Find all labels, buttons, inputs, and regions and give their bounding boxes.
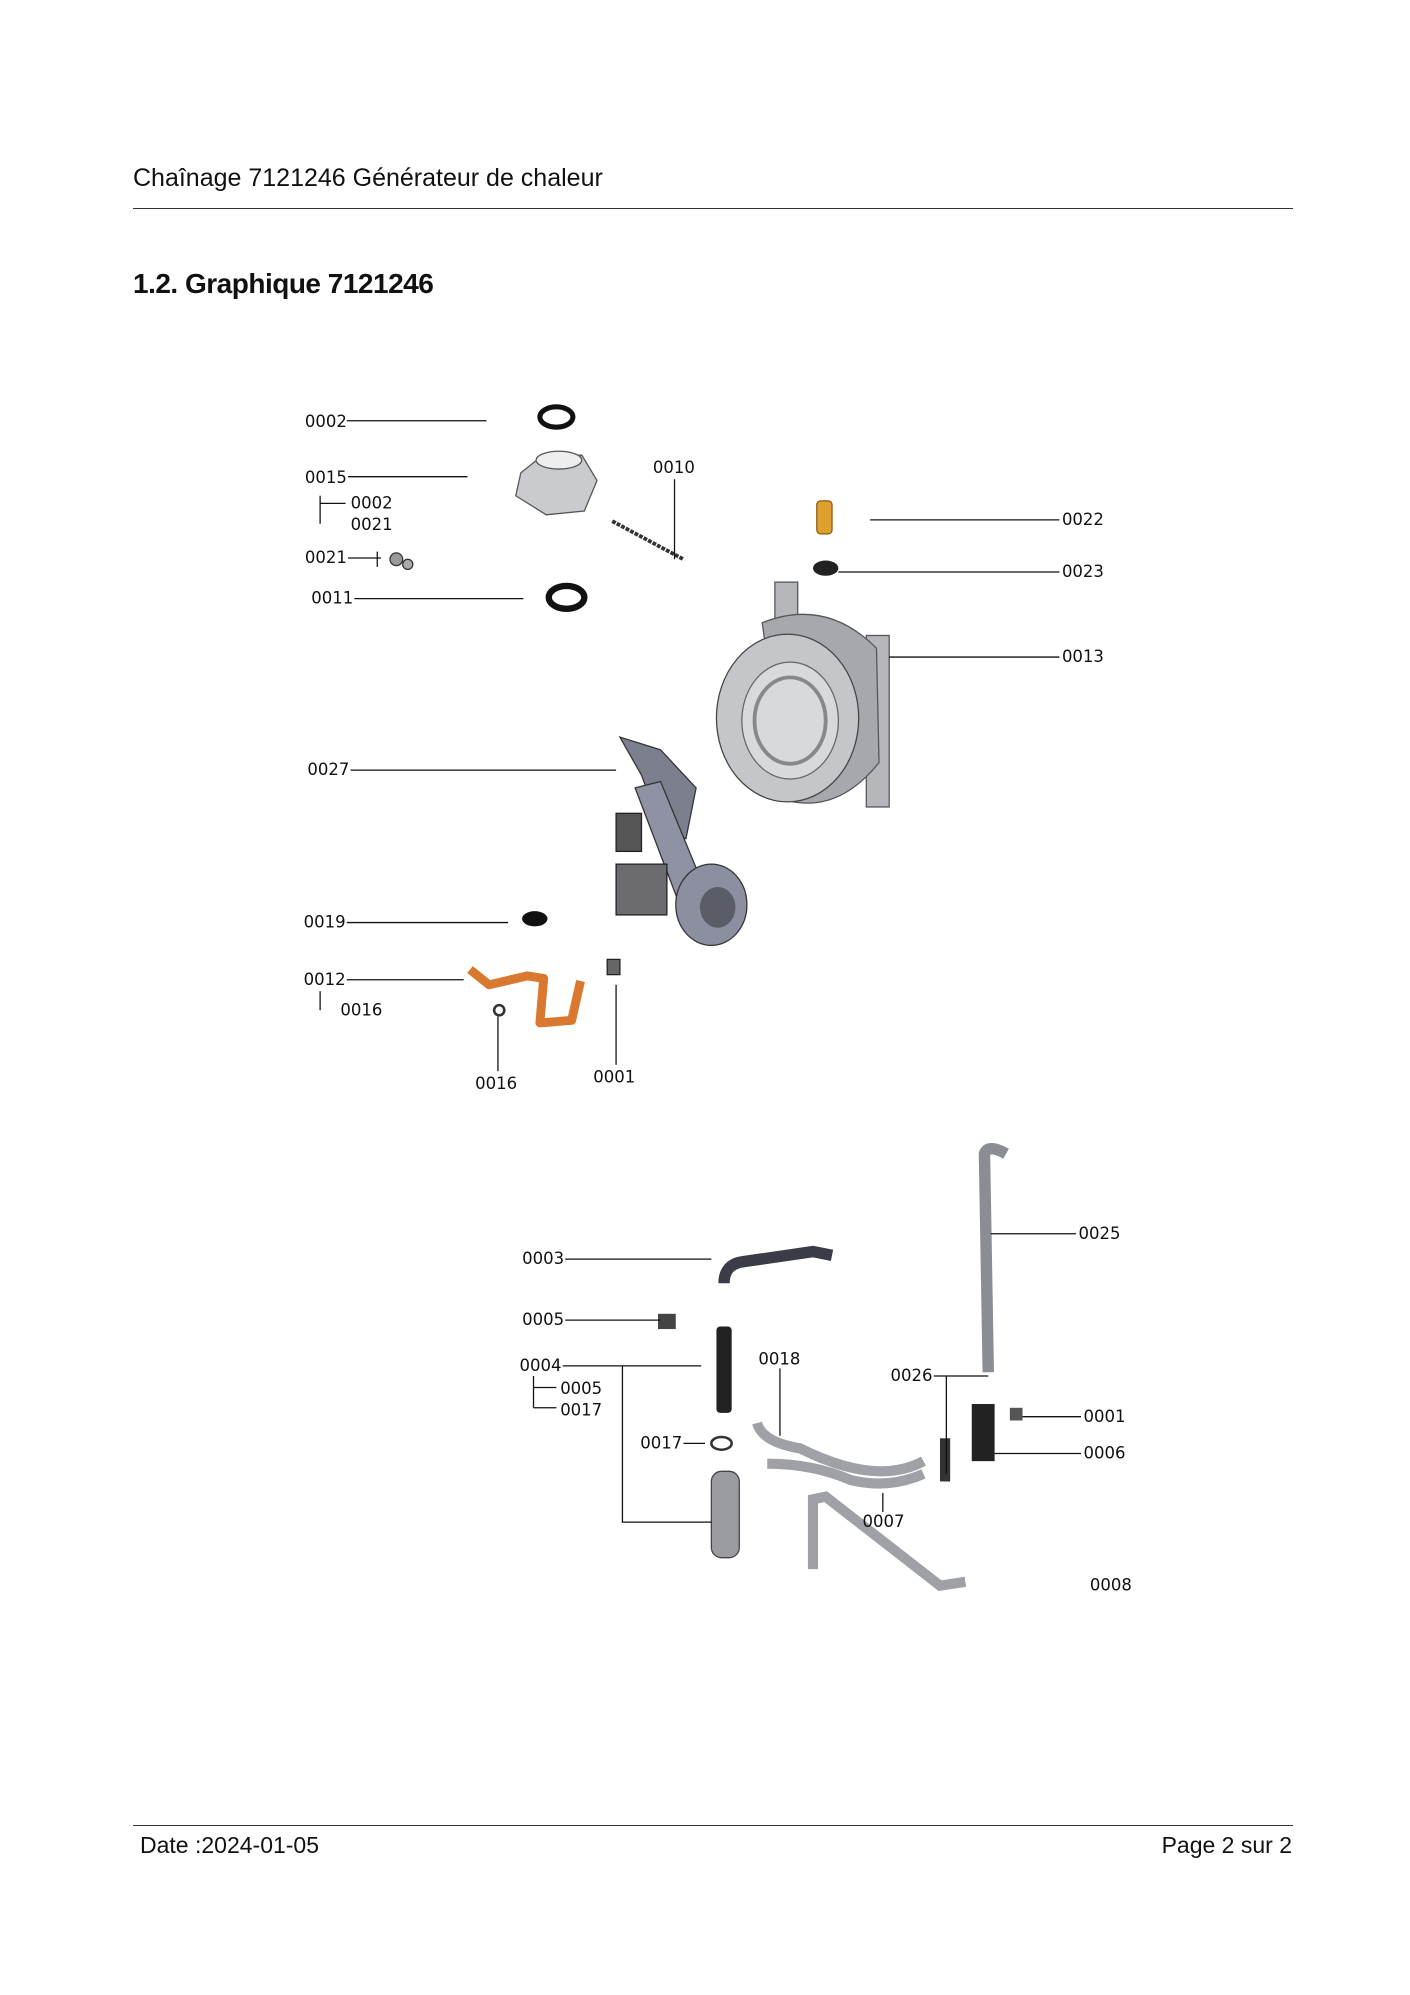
part-burner-fan-assembly-0027	[615, 736, 748, 947]
callout-label-0022: 0022	[1062, 510, 1104, 529]
part-clip-0021	[389, 552, 414, 571]
part-ring-0011	[545, 582, 588, 612]
callout-label-0023: 0023	[1062, 562, 1104, 581]
part-filter-cartridge	[710, 1470, 740, 1559]
callout-label-0002: 0002	[351, 493, 393, 512]
callout-label-0016: 0016	[340, 1000, 382, 1019]
part-manifold-0006	[971, 1403, 995, 1462]
callout-label-0025: 0025	[1078, 1224, 1120, 1243]
part-pipe-0007	[767, 1458, 926, 1489]
callout-label-0010: 0010	[653, 458, 695, 477]
part-clip-0026	[940, 1438, 951, 1482]
part-oring-0016	[492, 1003, 506, 1017]
part-washer-0023	[812, 560, 839, 576]
part-washer-0019	[522, 911, 548, 927]
part-clip-0001	[606, 958, 621, 976]
callout-label-0001: 0001	[593, 1068, 635, 1087]
part-electrode-0010	[611, 519, 685, 561]
callout-label-0021: 0021	[305, 548, 347, 567]
header-divider	[133, 208, 1293, 209]
part-drawings	[389, 404, 1023, 1591]
callout-label-0026: 0026	[890, 1366, 932, 1385]
callout-label-0002: 0002	[305, 412, 347, 431]
callout-label-0001: 0001	[1084, 1407, 1126, 1426]
callout-label-0008: 0008	[1090, 1576, 1132, 1595]
callout-label-0015: 0015	[305, 468, 347, 487]
part-housing-0015	[515, 450, 598, 516]
callout-label-0006: 0006	[1084, 1444, 1126, 1463]
callout-label-0011: 0011	[311, 589, 353, 608]
part-pipe-0018	[752, 1421, 926, 1477]
part-plug-0022	[816, 500, 833, 535]
part-clip-0001b	[1009, 1407, 1023, 1421]
part-oring-0017	[710, 1435, 733, 1451]
callout-label-0004: 0004	[520, 1356, 562, 1375]
callout-label-0013: 0013	[1062, 647, 1104, 666]
part-clip-0005	[658, 1313, 676, 1330]
callout-label-0005: 0005	[522, 1310, 564, 1329]
part-pipe-0008	[807, 1491, 967, 1591]
part-pipe-0025	[978, 1142, 1009, 1373]
part-sensor-0004	[716, 1326, 732, 1413]
callout-label-0005: 0005	[560, 1379, 602, 1398]
callout-label-0017: 0017	[640, 1433, 682, 1452]
leader-lines	[319, 420, 1081, 1523]
part-ring-0002	[537, 404, 576, 430]
part-pipe-0003	[718, 1245, 834, 1284]
footer-page-number: Page 2 sur 2	[1161, 1832, 1292, 1858]
callout-label-0012: 0012	[304, 970, 346, 989]
section-heading: 1.2. Graphique 7121246	[133, 268, 434, 299]
callout-label-0017: 0017	[560, 1400, 602, 1419]
part-heat-exchanger-0013	[715, 581, 890, 808]
footer-divider	[133, 1825, 1293, 1826]
callout-label-0007: 0007	[863, 1512, 905, 1531]
callout-label-0027: 0027	[307, 760, 349, 779]
callout-label-0003: 0003	[522, 1249, 564, 1268]
callout-label-0016: 0016	[475, 1074, 517, 1093]
callout-label-0018: 0018	[758, 1350, 800, 1369]
callout-labels: 0002001500020021002100110010002200230013…	[304, 412, 1132, 1595]
callout-label-0021: 0021	[351, 515, 393, 534]
callout-label-0019: 0019	[304, 913, 346, 932]
footer-date: Date :2024-01-05	[140, 1832, 320, 1858]
document-header-title: Chaînage 7121246 Générateur de chaleur	[133, 164, 603, 192]
part-copper-pipe-0012	[467, 966, 585, 1028]
